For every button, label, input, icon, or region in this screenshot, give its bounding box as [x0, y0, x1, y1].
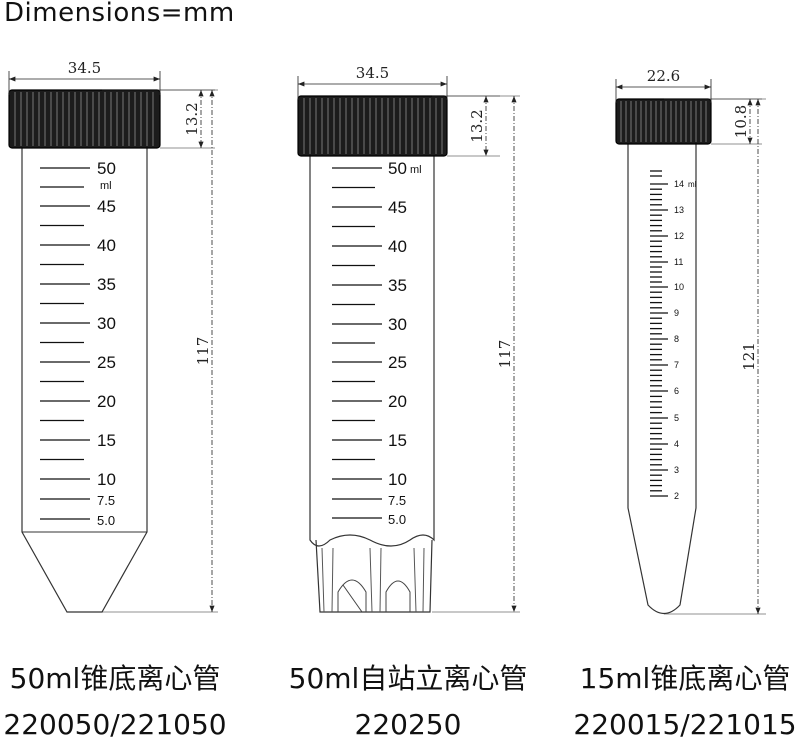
skirt-notch — [337, 579, 367, 612]
graduation-label: 50 — [97, 159, 116, 178]
graduation-label: 30 — [97, 314, 116, 333]
tube-15ml-conical: 22.6 10.8 121 14 13 12 11 10 9 8 7 6 5 4 3 2 ml — [615, 67, 766, 615]
tube-3-code: 220015/221015 — [573, 708, 797, 741]
tube-50ml-self-standing: 34.5 13.2 117 50 45 40 35 30 25 20 15 10 7.5 5.0 ml — [297, 64, 520, 613]
tube-cap — [9, 90, 160, 148]
tube-2-cap-height-label: 13.2 — [468, 109, 486, 142]
skirt-rib — [379, 547, 382, 613]
graduation-label: 30 — [388, 315, 407, 334]
skirt-notch — [342, 584, 363, 613]
tube-cap — [298, 96, 447, 156]
tube-2-width-label: 34.5 — [356, 64, 389, 82]
graduation-label: 35 — [97, 275, 116, 294]
graduation-label: 40 — [388, 237, 407, 256]
skirt-notch — [385, 580, 411, 612]
tube-2-height-label: 117 — [496, 340, 514, 369]
graduation-label: 20 — [97, 392, 116, 411]
graduation-label: 15 — [97, 431, 116, 450]
graduation-label: 45 — [97, 197, 116, 216]
tube-50ml-conical: 34.5 13.2 117 50 45 40 35 30 25 20 15 10 7.5 5.0 ml — [8, 59, 218, 613]
cap-outline — [8, 89, 161, 149]
graduation-label: 45 — [388, 198, 407, 217]
graduation-label: 50 — [388, 159, 407, 178]
graduation-label: 8 — [674, 334, 679, 344]
tube-1-height-label: 117 — [194, 337, 212, 366]
graduation-label: 25 — [388, 353, 407, 372]
skirt-rib — [369, 547, 373, 613]
graduation-label: 7.5 — [388, 493, 406, 508]
graduation-label: 25 — [97, 353, 116, 372]
cap-outline — [615, 98, 712, 145]
graduation-label: 5.0 — [388, 512, 406, 527]
graduation-label: 13 — [674, 205, 684, 215]
graduation-label: 3 — [674, 465, 679, 475]
graduation-label: 5.0 — [97, 513, 115, 528]
tube-1-width-label: 34.5 — [68, 59, 101, 77]
tube-1-code: 220050/221050 — [3, 708, 227, 741]
skirt-rib — [422, 547, 425, 613]
tube-2-name: 50ml自站立离心管 — [288, 662, 528, 695]
graduation-label: 6 — [674, 386, 679, 396]
tube-body — [309, 150, 435, 547]
unit-label: ml — [410, 164, 422, 176]
graduation-label: 5 — [674, 413, 679, 423]
graduation-label: 7 — [674, 360, 679, 370]
tube-cap — [616, 99, 711, 144]
graduation-label: 10 — [388, 470, 407, 489]
graduation-label: 7.5 — [97, 493, 115, 508]
tube-body — [627, 144, 697, 615]
graduation-label: 11 — [674, 257, 683, 267]
graduation-label: 4 — [674, 439, 679, 449]
graduation-label: 12 — [674, 231, 684, 241]
graduation-label: 35 — [388, 276, 407, 295]
cap-outline — [297, 95, 448, 157]
unit-label: ml — [100, 180, 112, 192]
graduation-label: 9 — [674, 308, 679, 318]
graduation-label: 2 — [674, 491, 679, 501]
graduation-label: 14 — [674, 179, 684, 189]
graduation-label: 15 — [388, 431, 407, 450]
tube-3-height-label: 121 — [740, 342, 758, 371]
tube-1-name: 50ml锥底离心管 — [9, 662, 221, 695]
graduation-label: 20 — [388, 392, 407, 411]
tube-2-code: 220250 — [354, 708, 462, 741]
skirt-rib — [331, 547, 334, 613]
tube-3-width-label: 22.6 — [647, 67, 680, 85]
tube-3-cap-height-label: 10.8 — [732, 105, 750, 138]
graduation-label: 10 — [97, 470, 116, 489]
graduation-label: 10 — [674, 282, 684, 292]
unit-label: ml — [688, 180, 697, 189]
graduation-label: 40 — [97, 236, 116, 255]
skirt-rib — [413, 547, 417, 613]
tube-1-cap-height-label: 13.2 — [183, 102, 201, 135]
tube-skirt — [315, 539, 433, 613]
skirt-rib — [321, 547, 325, 613]
tube-body — [21, 148, 148, 613]
page-title: Dimensions=mm — [4, 0, 235, 28]
tube-3-name: 15ml锥底离心管 — [579, 662, 791, 695]
